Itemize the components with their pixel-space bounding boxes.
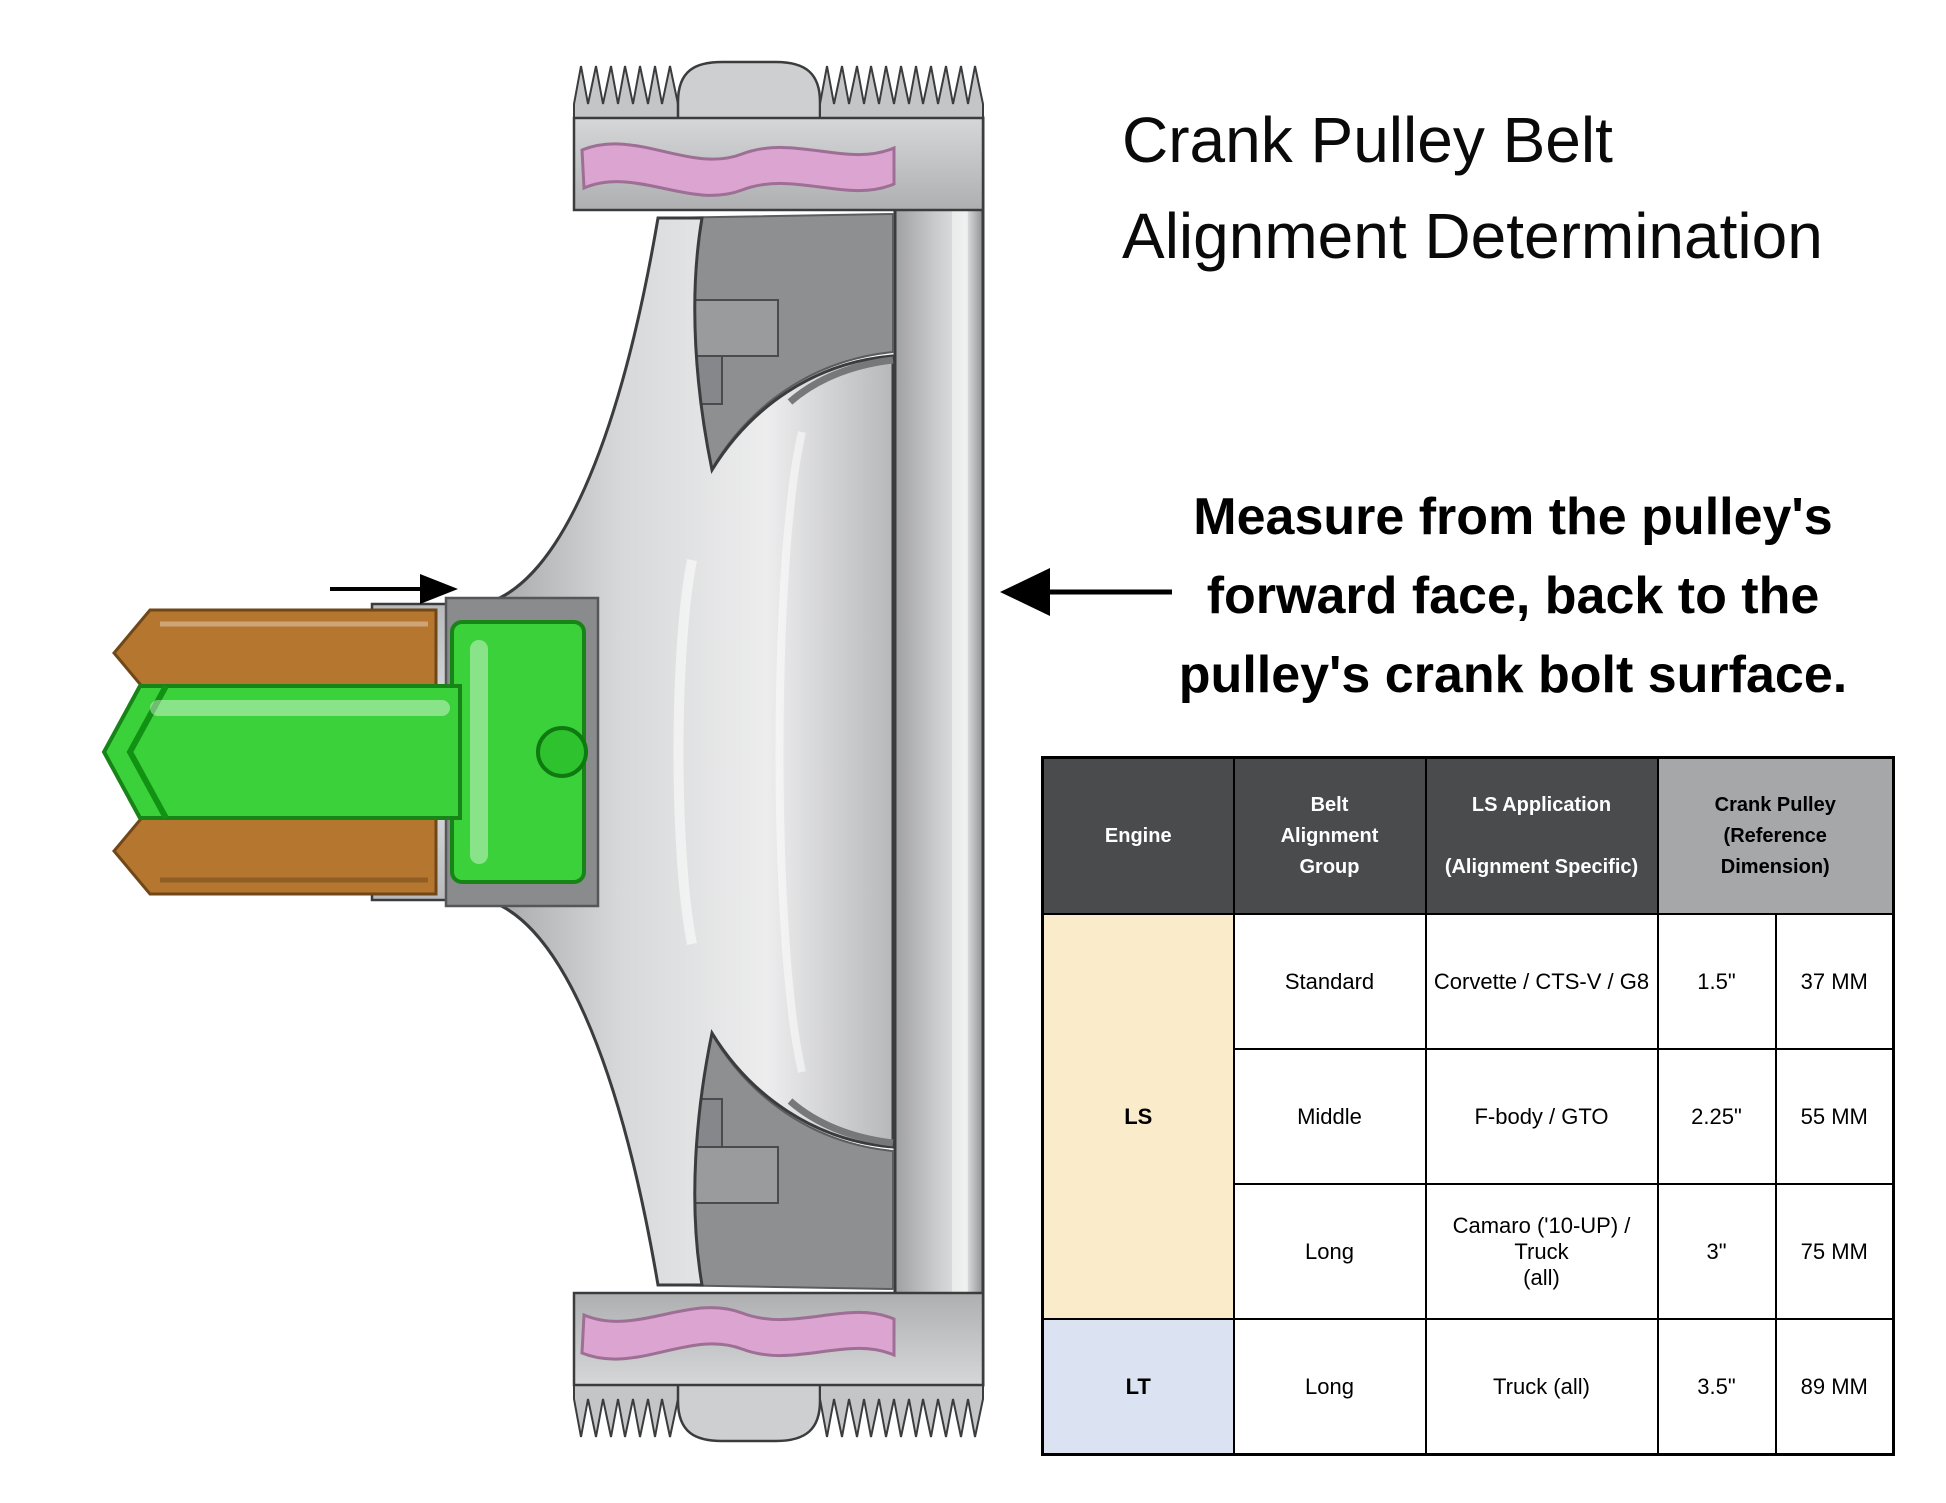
serrated-teeth-right (819, 65, 984, 123)
engine-cell-lt: LT (1041, 1318, 1235, 1456)
mm-cell: 55 MM (1774, 1048, 1895, 1185)
crank-snout (112, 608, 438, 896)
table-row: Middle F-body / GTO 2.25" 55 MM (1043, 1048, 1895, 1185)
inches-cell: 1.5" (1656, 913, 1777, 1050)
group-cell: Standard (1232, 913, 1427, 1050)
measure-arrow-icon (1000, 568, 1172, 616)
header-ls-application: LS Application (Alignment Specific) (1424, 756, 1659, 915)
inches-cell: 3.5" (1656, 1318, 1777, 1456)
application-cell: Truck (all) (1424, 1318, 1659, 1456)
measurement-note-line-3: pulley's crank bolt surface. (1178, 646, 1848, 704)
bolt-shaft-highlight (150, 700, 450, 716)
serrated-teeth-left (573, 65, 679, 123)
inches-cell: 3" (1656, 1183, 1777, 1320)
page-title: Crank Pulley Belt Alignment Determinatio… (1122, 92, 1823, 284)
measurement-note-line-1: Measure from the pulley's (1193, 488, 1833, 546)
table-row: LT Long Truck (all) 3.5" 89 MM (1041, 1318, 1895, 1456)
bolt-chevron (126, 684, 169, 820)
mm-cell: 75 MM (1774, 1183, 1895, 1320)
application-cell: F-body / GTO (1424, 1048, 1659, 1185)
smooth-dome (676, 60, 822, 124)
bolt-tip (536, 726, 588, 778)
group-cell: Long (1232, 1318, 1427, 1456)
title-line-2: Alignment Determination (1122, 200, 1823, 272)
table-header-row: Engine Belt Alignment Group LS Applicati… (1041, 756, 1895, 915)
inches-cell: 2.25" (1656, 1048, 1777, 1185)
mm-cell: 89 MM (1774, 1318, 1895, 1456)
spec-table: Engine Belt Alignment Group LS Applicati… (1041, 756, 1895, 1456)
bolt-flange-highlight (470, 640, 488, 864)
bowl-highlight-left (673, 559, 697, 945)
rim-highlight (952, 130, 968, 1373)
header-engine: Engine (1041, 756, 1235, 915)
engine-cell-ls: LS (1041, 913, 1235, 1320)
snout-section-top (112, 608, 438, 698)
table-row: Long Camaro ('10-UP) / Truck (all) 3" 75… (1043, 1183, 1895, 1320)
bowl-rim-seam-top (787, 356, 894, 405)
hub-face-arrow-icon (330, 574, 458, 604)
mm-cell: 37 MM (1774, 913, 1895, 1050)
title-line-1: Crank Pulley Belt (1122, 104, 1613, 176)
application-cell: Corvette / CTS-V / G8 (1424, 913, 1659, 1050)
bowl-highlight-right (775, 431, 806, 1073)
group-cell: Middle (1232, 1048, 1427, 1185)
header-crank-pulley: Crank Pulley (Reference Dimension) (1656, 756, 1895, 915)
group-cell: Long (1232, 1183, 1427, 1320)
measurement-note-line-2: forward face, back to the (1206, 567, 1820, 625)
measurement-note: Measure from the pulley's forward face, … (1140, 478, 1886, 715)
rim-face (893, 116, 985, 1387)
table-row: LS Standard Corvette / CTS-V / G8 1.5" 3… (1041, 913, 1895, 1320)
pulley-web (470, 216, 895, 1287)
crank-bolt (101, 620, 588, 884)
belt-cross-section (580, 142, 896, 197)
bolt-shaft (101, 684, 462, 820)
bowl-rim-seam-bottom (787, 1098, 894, 1147)
application-cell: Camaro ('10-UP) / Truck (all) (1424, 1183, 1659, 1320)
header-belt-alignment-group: Belt Alignment Group (1232, 756, 1427, 915)
pulley-rim (893, 116, 985, 1387)
